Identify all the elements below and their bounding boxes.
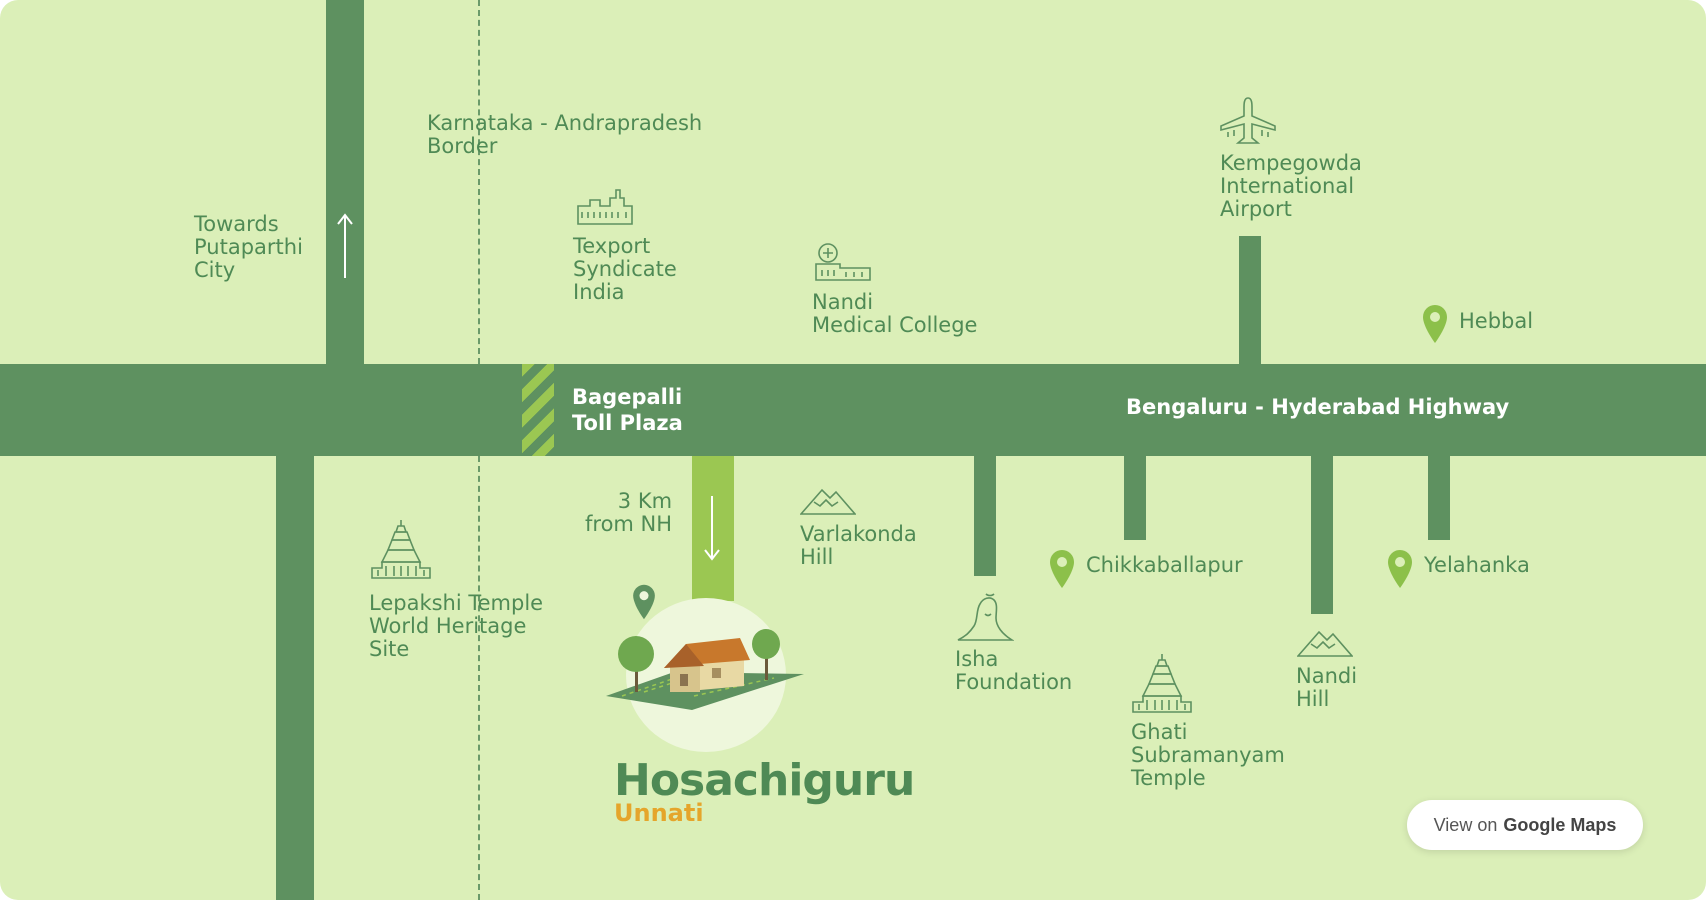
location-pin-icon: [633, 584, 655, 620]
arrow-down-icon: [704, 496, 720, 561]
mountain-icon: [1297, 630, 1353, 657]
yelahanka-road: [1428, 456, 1450, 540]
distance-label: 3 Km from NH: [585, 489, 673, 536]
chikkaballapur-label: Chikkaballapur: [1086, 553, 1243, 577]
location-pin-icon: [1388, 550, 1412, 588]
project-name: Unnati: [614, 799, 704, 827]
mountain-icon: [800, 488, 856, 515]
statue-icon: [957, 593, 1014, 641]
texport-label: Texport Syndicate India: [573, 234, 677, 304]
airport-road: [1239, 236, 1261, 364]
factory-icon: [577, 189, 633, 225]
lepakshi-label: Lepakshi Temple World Heritage Site: [369, 591, 544, 661]
view-on-google-maps-button[interactable]: View on Google Maps: [1407, 800, 1643, 850]
chikkaballapur-road: [1124, 456, 1146, 540]
location-pin-icon: [1050, 550, 1074, 588]
nandi-hill-road: [1311, 456, 1333, 614]
brand-name: Hosachiguru: [614, 755, 915, 806]
toll-plaza-label: Bagepalli Toll Plaza: [572, 385, 683, 435]
state-border-line: [478, 0, 480, 364]
isha-road: [974, 456, 996, 576]
toll-plaza-marker: [522, 364, 554, 456]
putaparthi-road: [326, 0, 364, 364]
temple-icon: [371, 520, 431, 579]
hospital-icon: [815, 243, 871, 281]
ghati-label: Ghati Subramanyam Temple: [1131, 720, 1285, 790]
yelahanka-label: Yelahanka: [1424, 553, 1530, 577]
airport-label: Kempegowda International Airport: [1220, 151, 1362, 221]
nandi-medical-label: Nandi Medical College: [812, 290, 978, 337]
house-icon: [606, 629, 804, 710]
west-road: [276, 456, 314, 900]
google-maps-label: Google Maps: [1503, 814, 1617, 835]
highway: [0, 364, 1706, 456]
state-border-line: [478, 456, 480, 900]
temple-icon: [1132, 654, 1192, 713]
hebbal-label: Hebbal: [1459, 309, 1534, 333]
towards-label: Towards Putaparthi City: [194, 212, 303, 282]
highway-label: Bengaluru - Hyderabad Highway: [1126, 395, 1510, 419]
nandi-hill-label: Nandi Hill: [1296, 664, 1358, 711]
airplane-icon: [1220, 97, 1276, 144]
view-on-label: View on: [1433, 814, 1498, 835]
location-pin-icon: [1423, 305, 1447, 343]
border-label: Karnataka - Andrapradesh Border: [427, 111, 703, 158]
arrow-up-icon: [337, 213, 353, 278]
isha-label: Isha Foundation: [955, 647, 1073, 694]
varlakonda-label: Varlakonda Hill: [800, 522, 917, 569]
